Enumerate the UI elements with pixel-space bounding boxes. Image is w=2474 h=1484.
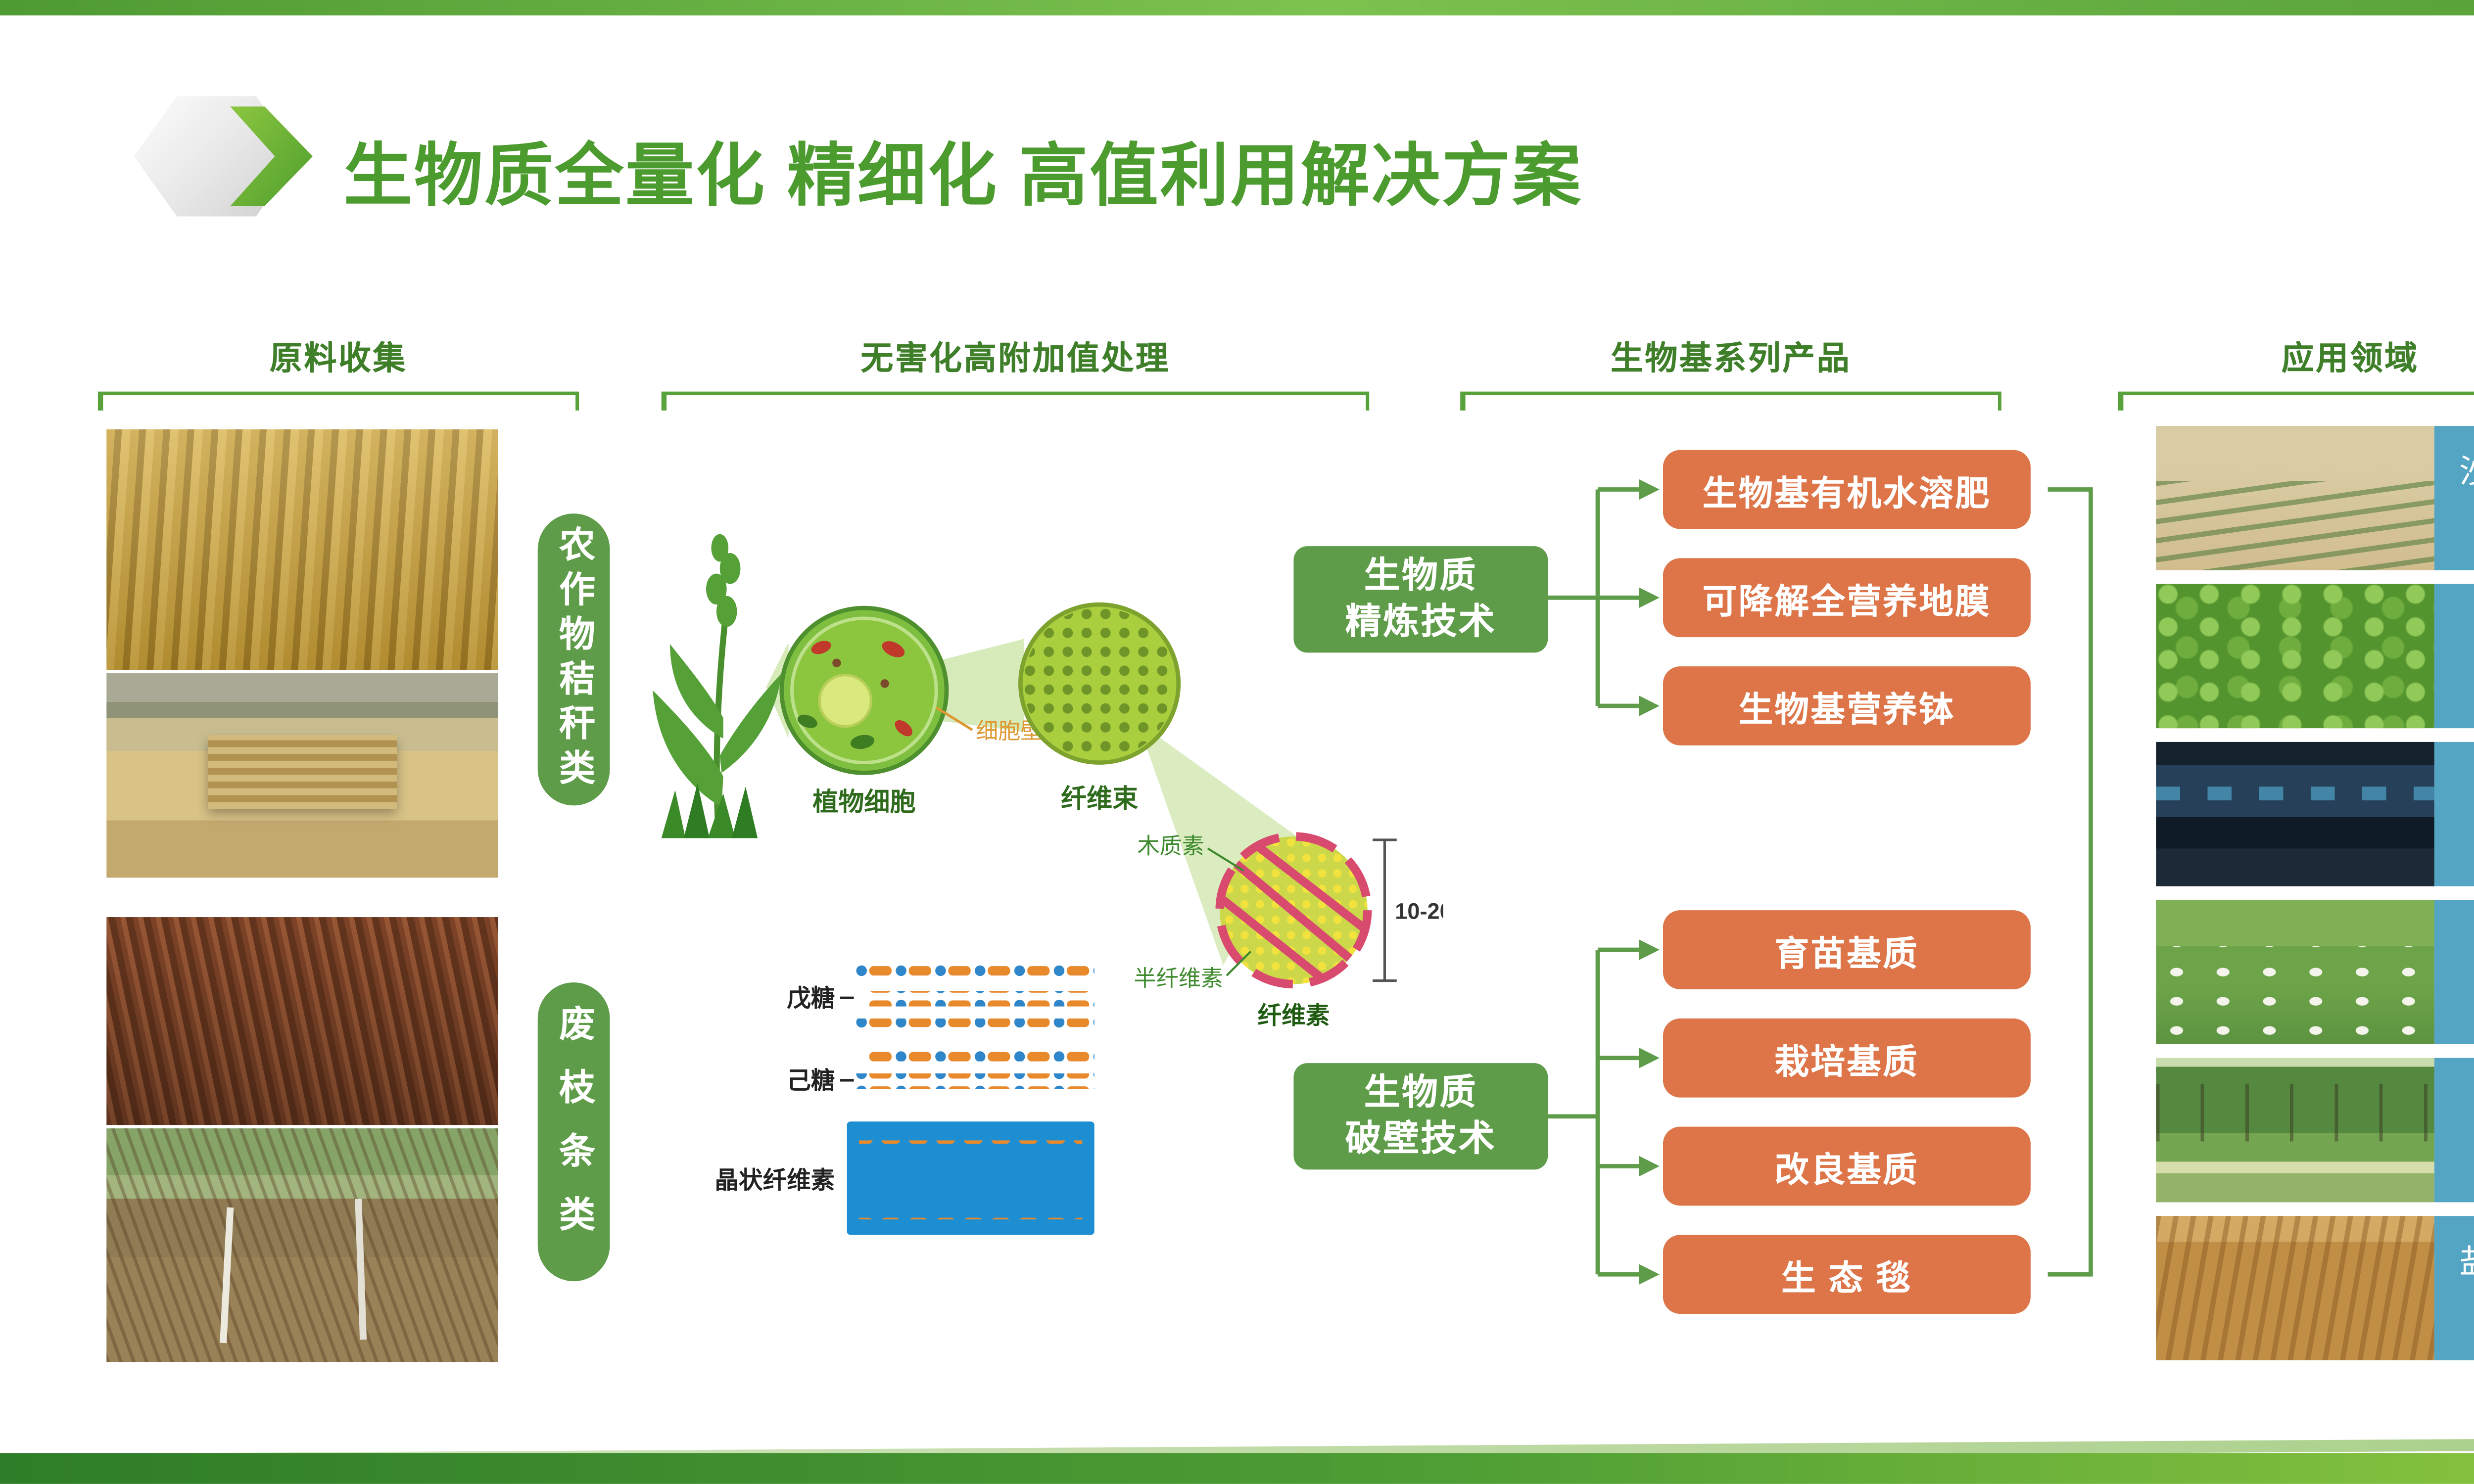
photo-control-room xyxy=(2156,742,2434,886)
cell-wall-label: 细胞壁 xyxy=(976,718,1043,743)
bottom-ribbon-dark xyxy=(0,1453,2474,1484)
product-cultivation-substrate: 栽培基质 xyxy=(1663,1018,2031,1098)
lignin-label: 木质素 xyxy=(1137,834,1204,859)
page-title: 生物质全量化 精细化 高值利用解决方案 xyxy=(343,139,1583,215)
tech-box-wall-breaking: 生物质 破壁技术 xyxy=(1293,1063,1548,1170)
photo-desert-control xyxy=(2156,426,2434,570)
photo-straw-bales xyxy=(106,673,498,878)
tech-label-line: 生物质 xyxy=(1364,556,1477,596)
application-row-agri-data: 农业 数据 xyxy=(2156,742,2474,886)
chevron-icon xyxy=(230,106,313,206)
dimension-indicator xyxy=(1373,838,1397,982)
section-bracket xyxy=(661,391,1370,411)
top-accent-bar xyxy=(0,0,2474,16)
application-label-line: 盐碱地 xyxy=(2459,1243,2474,1288)
plant-cell-diagram xyxy=(779,605,949,775)
section-application-fields: 应用领域 xyxy=(2118,333,2474,411)
photo-crop-straw-field xyxy=(106,429,498,670)
application-row-saline-soil: 盐碱地 改良 xyxy=(2156,1216,2474,1360)
hexose-label: 己糖 xyxy=(787,1067,835,1094)
photo-cabbage-field xyxy=(2156,584,2434,729)
crystalline-cellulose-label: 晶状纤维素 xyxy=(714,1167,835,1194)
product-water-soluble-fertilizer: 生物基有机水溶肥 xyxy=(1663,450,2031,529)
product-nutrient-pot: 生物基营养钵 xyxy=(1663,666,2031,745)
photo-waste-red-branches xyxy=(106,917,498,1125)
cellulose-label: 纤维素 xyxy=(1258,1002,1330,1029)
fiber-diameter-label: 10-20nm xyxy=(1395,899,1443,924)
section-bracket xyxy=(97,391,579,411)
section-title: 生物基系列产品 xyxy=(1610,341,1852,378)
photo-orchard-branch-pile xyxy=(106,1128,498,1362)
application-label: 肥力 提升 xyxy=(2434,584,2474,729)
tech-box-refining: 生物质 精炼技术 xyxy=(1293,546,1548,653)
light-beam xyxy=(1137,721,1297,966)
hemicellulose-label: 半纤维素 xyxy=(1134,966,1224,991)
tech-label-line: 生物质 xyxy=(1364,1072,1477,1113)
product-degradable-mulch-film: 可降解全营养地膜 xyxy=(1663,558,2031,638)
product-seedling-substrate: 育苗基质 xyxy=(1663,910,2031,989)
section-biobased-products: 生物基系列产品 xyxy=(1460,333,2001,411)
tech-label-line: 精炼技术 xyxy=(1345,603,1497,643)
tech-label-line: 破壁技术 xyxy=(1345,1119,1497,1159)
section-title: 无害化高附加值处理 xyxy=(860,341,1170,378)
application-label-line: 沙漠化 xyxy=(2459,453,2474,498)
section-raw-material-collection: 原料收集 xyxy=(97,333,579,411)
application-row-desertification: 沙漠化 治理 xyxy=(2156,426,2474,570)
section-bracket xyxy=(2118,391,2474,411)
section-processing: 无害化高附加值处理 xyxy=(661,333,1370,411)
lignin-leader-line xyxy=(1207,847,1244,872)
product-improvement-substrate: 改良基质 xyxy=(1663,1126,2031,1206)
application-label: 农业 数据 xyxy=(2434,742,2474,886)
application-row-livestock: 畜牧 养殖 xyxy=(2156,900,2474,1044)
sugar-chain-diagram xyxy=(854,963,1094,1089)
application-row-landscaping: 园林 绿化 xyxy=(2156,1058,2474,1203)
fiber-bundle-label: 纤维束 xyxy=(1061,785,1138,813)
crystalline-cellulose-diagram xyxy=(847,1121,1094,1235)
photo-saline-soil xyxy=(2156,1216,2434,1360)
fiber-bundle-diagram xyxy=(1018,602,1181,765)
photo-sheep-grazing xyxy=(2156,900,2434,1044)
hemicellulose-leader-line xyxy=(1226,951,1252,976)
material-group-waste-branches: 废枝条类 xyxy=(537,982,610,1282)
application-row-fertility: 肥力 提升 xyxy=(2156,584,2474,729)
pentose-label: 戊糖 xyxy=(787,985,835,1012)
plant-illustration xyxy=(653,534,782,838)
section-title: 原料收集 xyxy=(270,341,407,378)
cell-wall-leader-line xyxy=(935,706,973,731)
section-bracket xyxy=(1460,391,2001,411)
microfibril-diagram xyxy=(1215,832,1372,989)
section-title: 应用领域 xyxy=(2281,341,2419,378)
application-label: 沙漠化 治理 xyxy=(2434,426,2474,570)
application-label: 畜牧 养殖 xyxy=(2434,900,2474,1044)
plant-cell-label: 植物细胞 xyxy=(812,788,915,817)
application-label: 盐碱地 改良 xyxy=(2434,1216,2474,1360)
photo-park-greenery xyxy=(2156,1058,2434,1203)
material-group-crop-straw: 农作物秸秆类 xyxy=(537,513,610,806)
light-beam xyxy=(766,642,789,739)
application-label: 园林 绿化 xyxy=(2434,1058,2474,1203)
product-eco-blanket: 生 态 毯 xyxy=(1663,1235,2031,1314)
light-beam xyxy=(943,639,1024,732)
